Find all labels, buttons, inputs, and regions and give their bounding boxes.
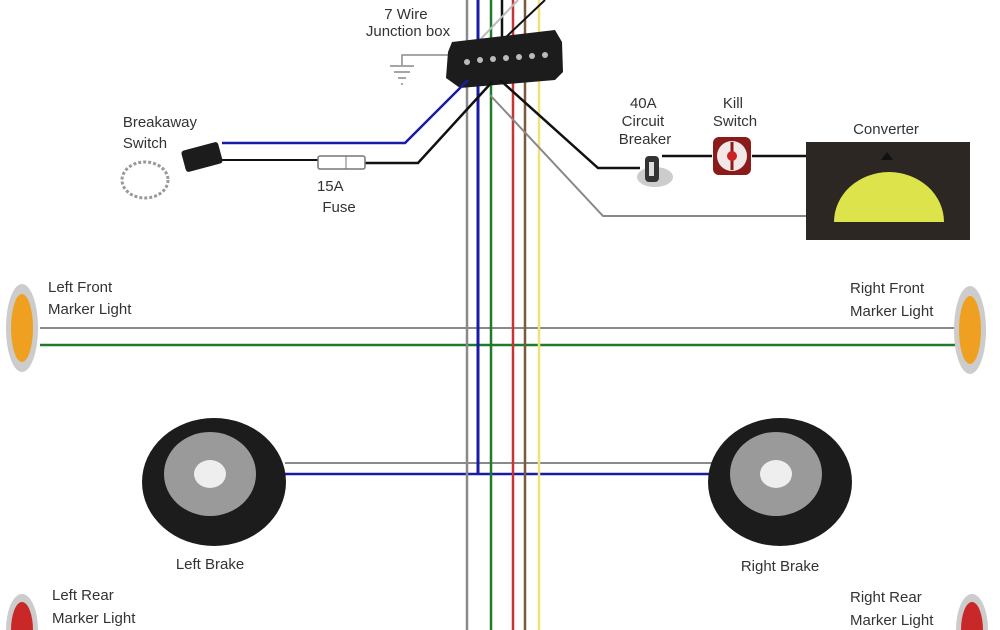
converter-icon: [806, 142, 970, 240]
converter-black-wire: [499, 79, 640, 170]
circuit-breaker-icon: [637, 156, 673, 187]
breakaway-switch-icon: [120, 142, 223, 200]
breakaway-switch-label: Breakaway Switch: [123, 114, 201, 152]
converter-label: Converter: [853, 121, 919, 138]
top-diag-gray-wire: [474, 0, 519, 46]
breakaway-black-wire: [365, 81, 493, 165]
right-rear-marker-light-icon: [956, 594, 988, 630]
breakaway-blue-wire: [222, 79, 469, 145]
converter-gray-wire: [489, 94, 806, 217]
left-brake-icon: [142, 418, 286, 546]
left-front-marker-label: Left Front Marker Light: [48, 279, 132, 318]
right-front-marker-label: Right Front Marker Light: [850, 280, 934, 320]
left-rear-marker-light-icon: [6, 594, 38, 630]
left-front-marker-light-icon: [6, 284, 38, 372]
junction-box-label: 7 Wire Junction box: [366, 6, 451, 40]
fuse-icon: [317, 155, 366, 170]
left-brake-label: Left Brake: [176, 556, 244, 573]
top-diag-black-wire: [504, 0, 546, 39]
fuse-label: 15A Fuse: [317, 178, 356, 216]
ground-icon: [390, 54, 450, 85]
right-rear-marker-label: Right Rear Marker Light: [850, 589, 934, 629]
right-brake-icon: [708, 418, 852, 546]
kill-switch-icon: [713, 137, 751, 175]
right-brake-label: Right Brake: [741, 558, 819, 575]
kill-switch-label: Kill Switch: [713, 95, 757, 130]
left-rear-marker-label: Left Rear Marker Light: [52, 587, 136, 627]
junction-box: [446, 30, 563, 88]
right-front-marker-light-icon: [954, 286, 986, 374]
circuit-breaker-label: 40A Circuit Breaker: [619, 95, 672, 148]
